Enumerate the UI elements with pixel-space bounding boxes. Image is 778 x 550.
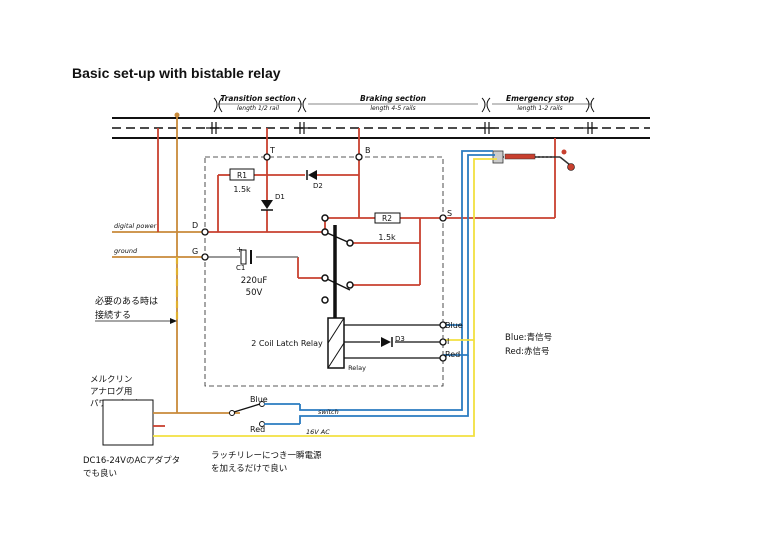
c1-plus: + — [236, 245, 243, 254]
connect-note: 必要のある時は 接続する — [95, 295, 177, 324]
transition-section-label: Transition section — [220, 94, 295, 103]
track — [112, 117, 650, 139]
signal-stop — [492, 149, 575, 171]
terminal-labels: T B D G S Blue I Red — [192, 146, 463, 359]
r1-value: 1.5k — [233, 185, 251, 194]
relay-switches — [321, 214, 354, 320]
connect-note-line2: 接続する — [95, 309, 131, 321]
c1-value: 220uF — [241, 276, 268, 286]
terminal-i: I — [447, 337, 449, 346]
braking-section-label: Braking section — [360, 94, 426, 103]
legend-blue: Blue:青信号 — [505, 332, 552, 343]
ac-label: 16V AC — [306, 428, 330, 436]
terminal-blue: Blue — [445, 321, 463, 330]
terminals — [201, 153, 447, 362]
d1-label: D1 — [275, 193, 285, 201]
emergency-stop-length: length 1-2 rails — [517, 105, 562, 112]
braking-section-length: length 4-5 rails — [370, 105, 415, 112]
r2-value: 1.5k — [378, 233, 396, 242]
terminal-red: Red — [445, 350, 460, 359]
digital-power-label: digital power — [114, 222, 158, 230]
digital-power-wires — [112, 112, 205, 413]
resistor-r1: R1 1.5k — [229, 168, 255, 194]
latch-note-line1: ラッチリレーにつき一瞬電源 — [211, 451, 322, 461]
d2-label: D2 — [313, 182, 323, 190]
relay-box — [204, 156, 444, 387]
section-labels: Transition section length 1/2 rail Braki… — [213, 94, 595, 113]
switch-red-label: Red — [250, 425, 265, 434]
diode-d2: D2 — [306, 170, 323, 190]
adapter-note-line2: でも良い — [83, 468, 117, 479]
legend-red: Red:赤信号 — [505, 346, 550, 357]
resistor-r2: R2 1.5k — [374, 212, 401, 242]
relay-coil: 2 Coil Latch Relay Relay — [251, 317, 443, 372]
power-pack-line1: メルクリン — [90, 375, 133, 385]
connect-note-line1: 必要のある時は — [95, 295, 158, 307]
c1-voltage: 50V — [246, 288, 263, 298]
switch-label: switch — [318, 408, 339, 416]
terminal-d: D — [192, 221, 198, 230]
c1-name: C1 — [236, 264, 245, 272]
terminal-t: T — [269, 146, 275, 155]
emergency-stop-label: Emergency stop — [506, 94, 575, 103]
power-pack-line2: アナログ用 — [90, 386, 132, 397]
d3-label: D3 — [395, 335, 405, 343]
latch-note-line2: を加えるだけで良い — [211, 463, 287, 474]
ground-label: ground — [114, 247, 138, 255]
adapter-note: DC16-24VのACアダプタ でも良い — [83, 455, 180, 479]
terminal-b: B — [365, 146, 371, 155]
terminal-g: G — [192, 247, 198, 256]
capacitor-c1: + C1 220uF 50V — [236, 245, 267, 298]
power-pack: メルクリン アナログ用 パワーパック — [90, 375, 240, 446]
diode-d1: D1 — [261, 193, 285, 211]
diagram-title: Basic set-up with bistable relay — [72, 65, 281, 81]
latch-note: ラッチリレーにつき一瞬電源 を加えるだけで良い — [211, 451, 322, 474]
selector-switch: Blue Red switch — [229, 395, 339, 434]
diode-d3: D3 — [381, 335, 405, 347]
terminal-s: S — [447, 209, 452, 218]
adapter-note-line1: DC16-24VのACアダプタ — [83, 455, 180, 466]
r1-name: R1 — [237, 171, 247, 180]
switch-blue-label: Blue — [250, 395, 268, 404]
signal-wires — [178, 150, 497, 437]
relay-label: Relay — [348, 364, 366, 372]
r2-name: R2 — [382, 214, 392, 223]
transition-section-length: length 1/2 rail — [237, 105, 279, 112]
relay-name: 2 Coil Latch Relay — [251, 339, 323, 348]
